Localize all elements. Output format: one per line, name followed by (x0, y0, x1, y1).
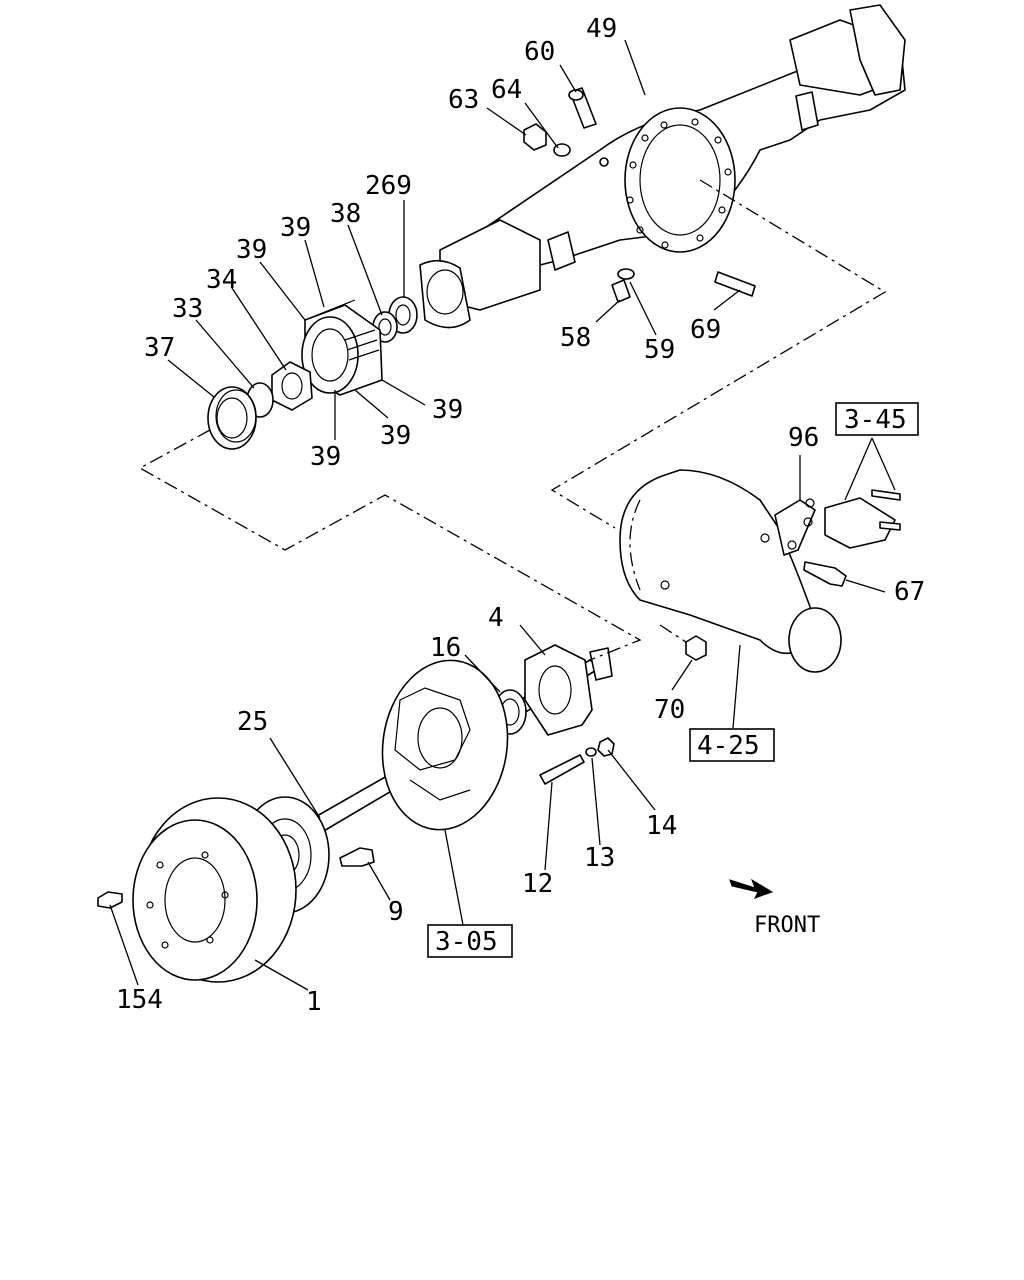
label-37: 37 (144, 333, 175, 363)
label-14: 14 (646, 811, 677, 841)
label-60: 60 (524, 37, 555, 67)
label-58: 58 (560, 323, 591, 353)
front-arrow-icon (729, 878, 774, 899)
bearing-37 (207, 386, 257, 450)
ref-box-4-25: 4-25 (689, 728, 775, 762)
label-69: 69 (690, 315, 721, 345)
label-63: 63 (448, 85, 479, 115)
label-13: 13 (584, 843, 615, 873)
screw-154 (97, 891, 123, 909)
flange-4 (524, 644, 593, 736)
link-line-nut-70 (659, 624, 687, 643)
label-96: 96 (788, 423, 819, 453)
link-line-bearing-shaft (138, 429, 642, 661)
ref-4-25: 4-25 (697, 731, 760, 761)
label-39-c: 39 (432, 395, 463, 425)
differential-carrier (619, 469, 842, 673)
washer-59 (617, 268, 635, 280)
plug-63 (523, 123, 547, 151)
washer-13 (585, 747, 597, 757)
bracket-3-45 (824, 489, 901, 549)
ref-box-3-45: 3-45 (835, 402, 919, 436)
shim-stack-39 (301, 299, 383, 396)
label-70: 70 (654, 695, 685, 725)
label-269: 269 (365, 171, 412, 201)
breather-60 (568, 87, 597, 129)
lock-nut-34 (271, 361, 313, 411)
label-16: 16 (430, 633, 461, 663)
label-39-e: 39 (310, 442, 341, 472)
label-67: 67 (894, 577, 925, 607)
label-33: 33 (172, 294, 203, 324)
stud-69 (714, 271, 756, 297)
bolt-12 (539, 754, 585, 785)
link-line-housing-carrier (550, 179, 887, 529)
bolt-9 (339, 847, 375, 867)
vent-hole (599, 157, 609, 167)
ref-3-45: 3-45 (844, 405, 907, 435)
label-39-b: 39 (236, 235, 267, 265)
brake-drum-1 (132, 797, 297, 983)
label-64: 64 (491, 75, 522, 105)
part-labels: 49 60 64 63 269 38 39 39 34 33 37 39 39 … (116, 14, 925, 1017)
label-25: 25 (237, 707, 268, 737)
label-59: 59 (644, 335, 675, 365)
plug-58 (611, 279, 631, 303)
backing-plate-3-05 (381, 659, 509, 831)
label-1: 1 (306, 987, 322, 1017)
bolt-67 (803, 561, 847, 587)
label-38: 38 (330, 199, 361, 229)
label-9: 9 (388, 897, 404, 927)
front-label: FRONT (754, 913, 820, 938)
label-34: 34 (206, 265, 237, 295)
nut-14 (597, 737, 615, 757)
label-49: 49 (586, 14, 617, 44)
label-39-a: 39 (280, 213, 311, 243)
ref-3-05: 3-05 (435, 927, 498, 957)
label-39-d: 39 (380, 421, 411, 451)
bracket-96 (774, 498, 816, 556)
label-154: 154 (116, 985, 163, 1015)
ref-box-3-05: 3-05 (427, 924, 513, 958)
nut-70 (685, 635, 707, 661)
axle-housing (419, 4, 906, 329)
label-12: 12 (522, 869, 553, 899)
leader-lines (109, 39, 896, 991)
label-4: 4 (488, 603, 504, 633)
